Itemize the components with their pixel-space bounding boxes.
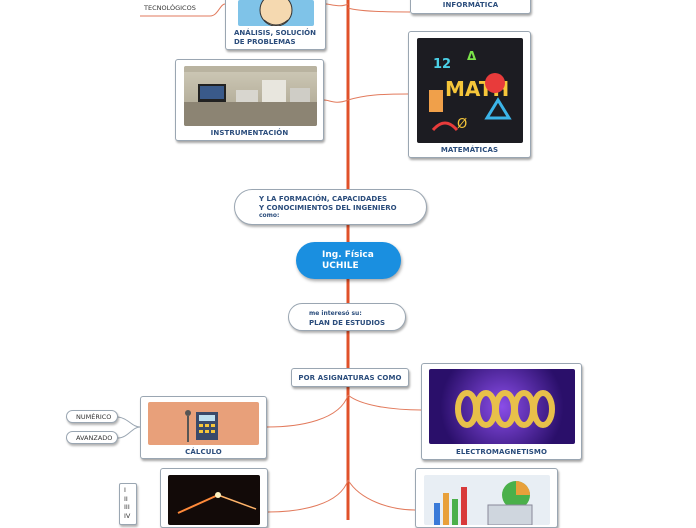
center-line2: UCHILE [322,261,359,271]
interes-line1: me interesó su: [309,310,362,317]
node-numerico[interactable]: NUMÉRICO [66,410,118,423]
roman-item-2: II [124,494,128,503]
card-bottom-right[interactable] [415,468,558,528]
electromagnetismo-caption: ELECTROMAGNETISMO [455,448,548,456]
node-formacion[interactable]: Y LA FORMACIÓN, CAPACIDADES Y CONOCIMIEN… [234,189,427,225]
card-matematicas[interactable]: MATH 12 Δ Ø MATEMÁTICAS [408,31,531,158]
card-instrumentacion[interactable]: INSTRUMENTACIÓN [175,59,324,141]
branch-avanzado [66,426,141,439]
card-electromagnetismo[interactable]: ELECTROMAGNETISMO [421,363,582,460]
card-calculo[interactable]: CÁLCULO [140,396,267,459]
branch-bottom-left [267,479,349,513]
formacion-line3: como: [259,212,280,219]
chart-calculator-icon [434,481,533,525]
central-node[interactable]: Ing. Física UCHILE [296,242,401,279]
branch-matematicas [347,93,409,101]
roman-item-3: III [124,503,130,511]
node-interes[interactable]: me interesó su: PLAN DE ESTUDIOS [288,303,406,331]
label-tecnologicos[interactable]: TECNOLÓGICOS [144,4,196,12]
statistics-image [424,475,550,525]
numerico-label: NUMÉRICO [76,413,112,421]
branch-calculo [266,394,349,428]
calculo-caption: CÁLCULO [185,448,222,456]
calculator-icon [185,410,218,442]
roman-item-1: I [124,486,126,494]
math-symbols-icon: MATH 12 Δ Ø [429,49,512,132]
branch-bottom-right [347,479,416,511]
analisis-line1: ANÁLISIS, SOLUCIÓN [234,29,316,37]
node-avanzado[interactable]: AVANZADO [66,431,118,444]
light-beam-image [168,475,260,525]
branch-numerico [66,416,141,428]
formacion-line2: Y CONOCIMIENTOS DEL INGENIERO [259,204,397,212]
asignaturas-caption: POR ASIGNATURAS COMO [298,374,402,382]
calculator-image [148,402,259,445]
coil-icon [455,390,555,428]
interes-line2: PLAN DE ESTUDIOS [309,319,386,327]
roman-list[interactable]: I II III IV [119,483,137,525]
matematicas-caption: MATEMÁTICAS [440,146,499,154]
analisis-line2: DE PROBLEMAS [234,38,296,46]
node-asignaturas[interactable]: POR ASIGNATURAS COMO [291,368,409,387]
svg-text:12: 12 [433,57,451,72]
electromagnet-image [429,369,575,444]
card-informatica[interactable]: INFORMÁTICA [410,0,531,14]
person-icon [259,0,293,26]
center-line1: Ing. Física [322,250,374,260]
branch-informatica [347,7,411,13]
informatica-caption: INFORMÁTICA [442,1,499,9]
branch-electromagnetismo [347,394,422,411]
svg-text:Ø: Ø [457,117,467,132]
branch-tecnologicos [140,3,226,17]
thinking-person-image [238,0,314,26]
formacion-line1: Y LA FORMACIÓN, CAPACIDADES [259,195,388,203]
math-image: MATH 12 Δ Ø [417,38,523,143]
card-bottom-left[interactable] [160,468,268,528]
svg-text:Δ: Δ [467,49,477,63]
lab-equipment-image [184,66,317,126]
branch-instrumentacion [323,99,349,103]
branch-analisis [325,3,349,7]
avanzado-label: AVANZADO [76,434,113,442]
lab-bench-icon [184,66,317,126]
light-beam-icon [177,492,257,514]
instrumentacion-caption: INSTRUMENTACIÓN [210,129,289,137]
card-analisis[interactable]: ANÁLISIS, SOLUCIÓN DE PROBLEMAS [225,0,326,50]
roman-item-4: IV [124,511,131,520]
